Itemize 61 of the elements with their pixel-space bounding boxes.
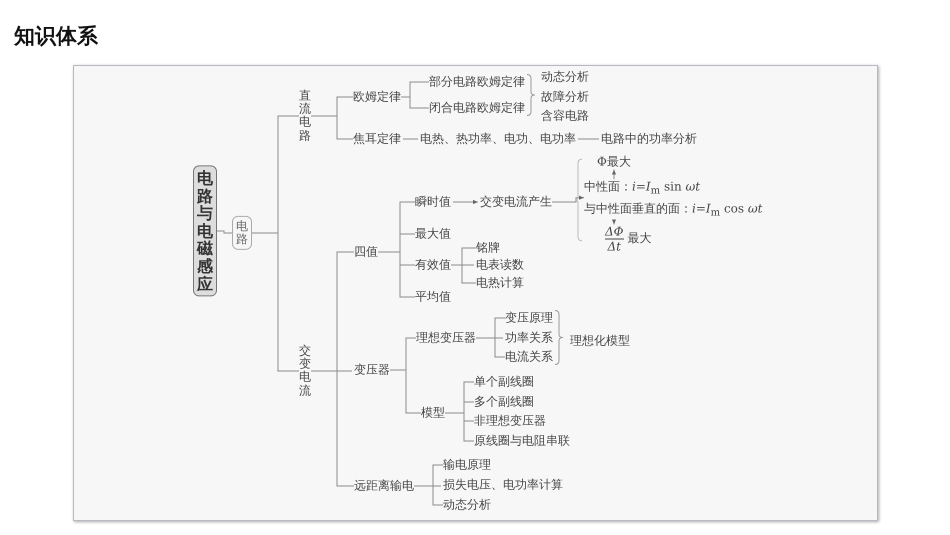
- branch-label: 直流电路: [299, 90, 311, 142]
- tree-connector: [216, 230, 232, 234]
- branch-label: 功率关系: [505, 330, 553, 346]
- tree-connector: [390, 370, 422, 414]
- arrow: [612, 169, 616, 180]
- branch-label: 电流关系: [505, 350, 553, 364]
- page-title: 知识体系: [14, 23, 98, 50]
- branch-label: 模型: [421, 406, 445, 420]
- branch-label: 非理想变压器: [474, 414, 546, 428]
- branch-label: 平均值: [415, 290, 451, 304]
- tree-connector: [310, 370, 354, 486]
- tree-connector: [378, 252, 416, 298]
- root-topic-box: 电路与电磁感应: [193, 165, 217, 297]
- branch-label: 闭合电路欧姆定律: [429, 100, 525, 116]
- tree-connector: [476, 338, 506, 358]
- tree-connector: [578, 138, 600, 140]
- branch-label: 动态分析: [541, 70, 589, 84]
- arrow: [612, 220, 616, 225]
- branch-label: 欧姆定律: [353, 90, 401, 104]
- branch-label: 电路中的功率分析: [601, 132, 697, 146]
- tree-connector: [252, 232, 300, 372]
- branch-label: 四值: [354, 244, 378, 260]
- branch-label: 有效值: [415, 258, 451, 272]
- branch-label: 理想变压器: [416, 330, 476, 346]
- tree-connector: [400, 96, 430, 108]
- branch-label: 最大值: [415, 226, 451, 242]
- branch-label: 单个副线圈: [474, 374, 534, 390]
- branch-label: 变压器: [354, 362, 390, 378]
- arrow: [452, 200, 478, 204]
- branch-label: 故障分析: [541, 90, 589, 104]
- topic-box: 电路: [232, 216, 252, 250]
- branch-label: 原线圈与电阻串联: [474, 434, 570, 448]
- branch-label: 焦耳定律: [353, 132, 401, 146]
- tree-connector: [402, 138, 418, 140]
- arrow: [552, 196, 584, 202]
- branch-label: 瞬时值: [415, 194, 451, 210]
- branch-label: 部分电路欧姆定律: [429, 74, 525, 90]
- branch-label: 远距离输电: [354, 478, 414, 494]
- branch-label: 输电原理: [443, 458, 491, 472]
- tree-connector: [310, 116, 354, 140]
- tree-connector: [444, 412, 474, 442]
- fraction-denominator: Δt: [608, 240, 621, 254]
- branch-label: Φ最大: [597, 154, 631, 170]
- tree-connector: [450, 264, 476, 284]
- branch-label: 动态分析: [443, 498, 491, 512]
- tree-connector: [414, 486, 444, 506]
- fraction-numerator: ΔΦ: [605, 224, 624, 240]
- branch-label: 中性面：i=I$_{m}$ sin ωt: [584, 179, 700, 199]
- branch-label: 与中性面垂直的面：i=I$_{m}$ cos ωt: [584, 201, 762, 221]
- branch-label: 电热计算: [476, 276, 524, 290]
- branch-label: 铭牌: [476, 240, 500, 256]
- branch-label: 交变电流产生: [480, 194, 552, 210]
- branch-label: 含容电路: [541, 108, 589, 124]
- branch-label: 交变电流: [299, 344, 311, 398]
- formula-text: 最大: [628, 231, 652, 246]
- branch-label: 变压原理: [505, 310, 553, 326]
- branch-label: 电表读数: [476, 258, 524, 272]
- branch-label: 理想化模型: [570, 334, 630, 348]
- branch-label: 损失电压、电功率计算: [443, 478, 563, 492]
- branch-label: 电热、热功率、电功、电功率: [420, 132, 576, 146]
- branch-label: 多个副线圈: [474, 394, 534, 410]
